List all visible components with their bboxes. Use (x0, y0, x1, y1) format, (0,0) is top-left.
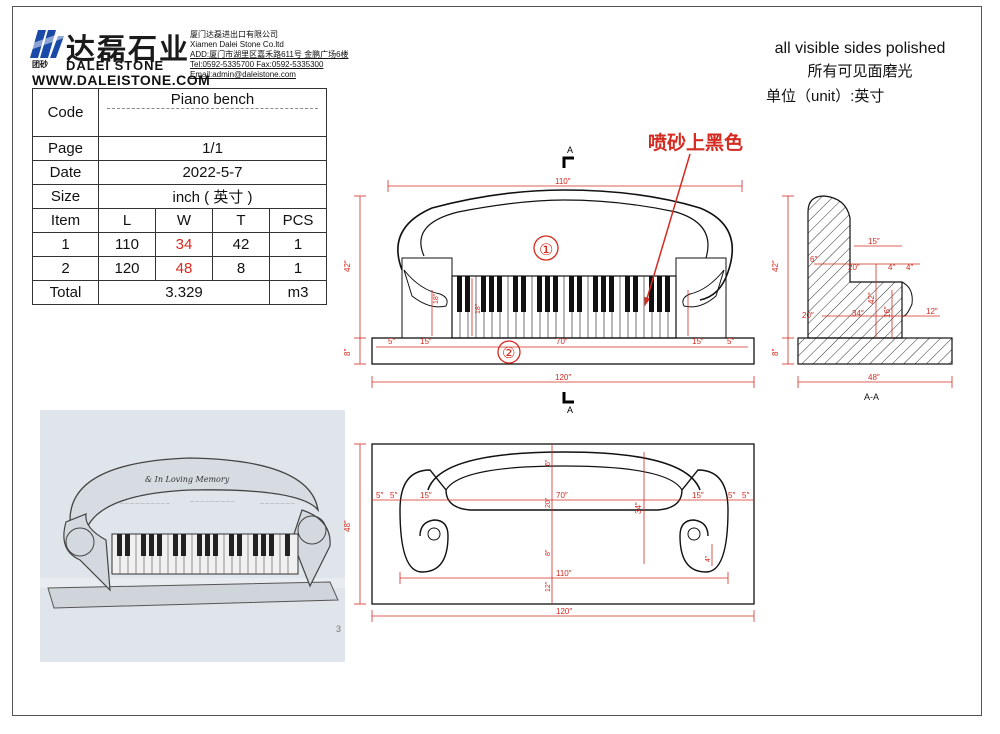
svg-text:3: 3 (336, 624, 341, 634)
dim-section: 20″ (802, 311, 814, 320)
svg-text:— — — — — — — — — —: — — — — — — — — — — (120, 500, 170, 505)
cell: 48 (155, 256, 213, 281)
table-row: 1 110 34 42 1 (32, 232, 327, 257)
date-label: Date (32, 160, 99, 185)
dim-base-seg: 5″ (388, 337, 395, 346)
total-value: 3.329 (98, 280, 270, 305)
header-pcs: PCS (269, 208, 327, 233)
dim-section: 42″ (867, 292, 876, 304)
section-mark-bottom: A (567, 405, 573, 415)
header-w: W (155, 208, 213, 233)
dim-top-8: 8″ (545, 549, 552, 556)
date-value: 2022-5-7 (98, 160, 327, 185)
dalei-logo-icon (30, 30, 64, 58)
sketch-caption: & In Loving Memory (145, 475, 230, 484)
dim-section: 12″ (926, 307, 938, 316)
section-view: 15″ 6″ 20″ 4″ 4″ 20″ 34″ 42″ 16″ 12″ 42″… (771, 195, 953, 402)
cell: 1 (269, 232, 327, 257)
dim-top-w: 5″ (742, 491, 749, 500)
company-name-en: DALEI STONE (66, 58, 165, 73)
dim-top-12: 12″ (545, 581, 552, 592)
top-view: 5″ 5″ 15″ 70″ 15″ 5″ 5″ 48″ 20″ 6″ 8″ 34… (343, 443, 755, 622)
dim-section: 48″ (868, 373, 880, 382)
section-label: A-A (864, 392, 879, 402)
dim-top-w: 15″ (692, 491, 704, 500)
dim-section: 6″ (810, 255, 817, 264)
section-mark-top: A (567, 145, 573, 155)
dim-section: 8″ (771, 349, 780, 356)
total-unit: m3 (269, 280, 327, 305)
svg-text:— — — — — — — — —: — — — — — — — — — (190, 498, 235, 503)
cell: 110 (98, 232, 156, 257)
sketch-photo: & In Loving Memory — — — — — — — — — — —… (40, 410, 345, 662)
dim-section: 16″ (883, 306, 892, 318)
dim-base-seg: 5″ (727, 337, 734, 346)
company-info: 厦门达磊进出口有限公司 Xiamen Dalei Stone Co.ltd AD… (190, 30, 349, 80)
dim-top-w: 5″ (728, 491, 735, 500)
dim-front-bottom: 120″ (555, 373, 571, 382)
sandblast-annotation: 喷砂上黑色 (648, 133, 744, 154)
cell: 34 (155, 232, 213, 257)
dim-hand-height: 18″ (433, 293, 440, 304)
dim-top-depth: 48″ (343, 520, 352, 532)
dim-front-base: 8″ (343, 349, 352, 356)
spec-table: Code Piano bench Page 1/1 Date 2022-5-7 … (32, 88, 327, 305)
marker-2: ② (502, 345, 515, 362)
marker-1: ① (539, 242, 553, 259)
note-en: all visible sides polished (774, 40, 946, 57)
company-line: Tel:0592-5335700 Fax:0592-5335300 (190, 60, 324, 69)
dim-section: 4″ (888, 263, 895, 272)
dim-top-w: 5″ (390, 491, 397, 500)
dim-front-height: 42″ (343, 260, 352, 272)
size-label: Size (32, 184, 99, 209)
drawing-frame (12, 6, 982, 716)
dim-section: 15″ (868, 237, 880, 246)
table-row: 2 120 48 8 1 (32, 256, 327, 281)
dim-base-seg: 70″ (556, 337, 568, 346)
dim-top-110: 110″ (556, 569, 572, 578)
dim-base-seg: 15″ (420, 337, 432, 346)
company-name-cn: 达磊石业 (66, 32, 191, 66)
dim-top-w: 5″ (376, 491, 383, 500)
dim-top-w: 15″ (420, 491, 432, 500)
front-view: A A (343, 145, 755, 415)
dim-section: 34″ (852, 309, 864, 318)
company-line: Xiamen Dalei Stone Co.ltd (190, 40, 284, 49)
dim-top-34: 34″ (634, 502, 643, 514)
svg-text:— — — — — — —: — — — — — — — (260, 500, 295, 505)
finish-notes: all visible sides polished 所有可见面磨光 单位（un… (760, 40, 960, 106)
note-unit: 单位（unit）:英寸 (766, 88, 885, 105)
cell: 1 (269, 256, 327, 281)
dim-top-120: 120″ (556, 607, 572, 616)
dim-top-6: 6″ (545, 459, 552, 466)
dim-section: 20″ (848, 263, 860, 272)
page-label: Page (32, 136, 99, 161)
dim-top-4: 4″ (705, 555, 712, 562)
dim-top-20: 20″ (545, 497, 552, 508)
company-line: 厦门达磊进出口有限公司 (190, 30, 278, 39)
dim-section: 42″ (771, 260, 780, 272)
company-line: ADD:厦门市湖里区嘉禾路611号 金鹏广场6楼 (190, 50, 349, 59)
dim-base-seg: 15″ (692, 337, 704, 346)
logo-subtext: 团砂 (32, 60, 48, 69)
code-label: Code (32, 88, 99, 137)
size-value: inch ( 英寸 ) (98, 184, 327, 209)
dim-front-top: 110″ (555, 177, 571, 186)
company-website: WWW.DALEISTONE.COM (32, 72, 211, 88)
cell: 120 (98, 256, 156, 281)
dim-keys-height: 18″ (475, 303, 482, 314)
code-value: Piano bench (98, 88, 327, 137)
dim-section: 4″ (906, 263, 913, 272)
company-line: Email:admin@daleistone.com (190, 70, 296, 79)
code-value-text: Piano bench (107, 91, 318, 109)
header-item: Item (32, 208, 99, 233)
total-label: Total (32, 280, 99, 305)
dim-top-w: 70″ (556, 491, 568, 500)
front-piano-keys (457, 276, 670, 338)
note-cn: 所有可见面磨光 (807, 63, 913, 80)
